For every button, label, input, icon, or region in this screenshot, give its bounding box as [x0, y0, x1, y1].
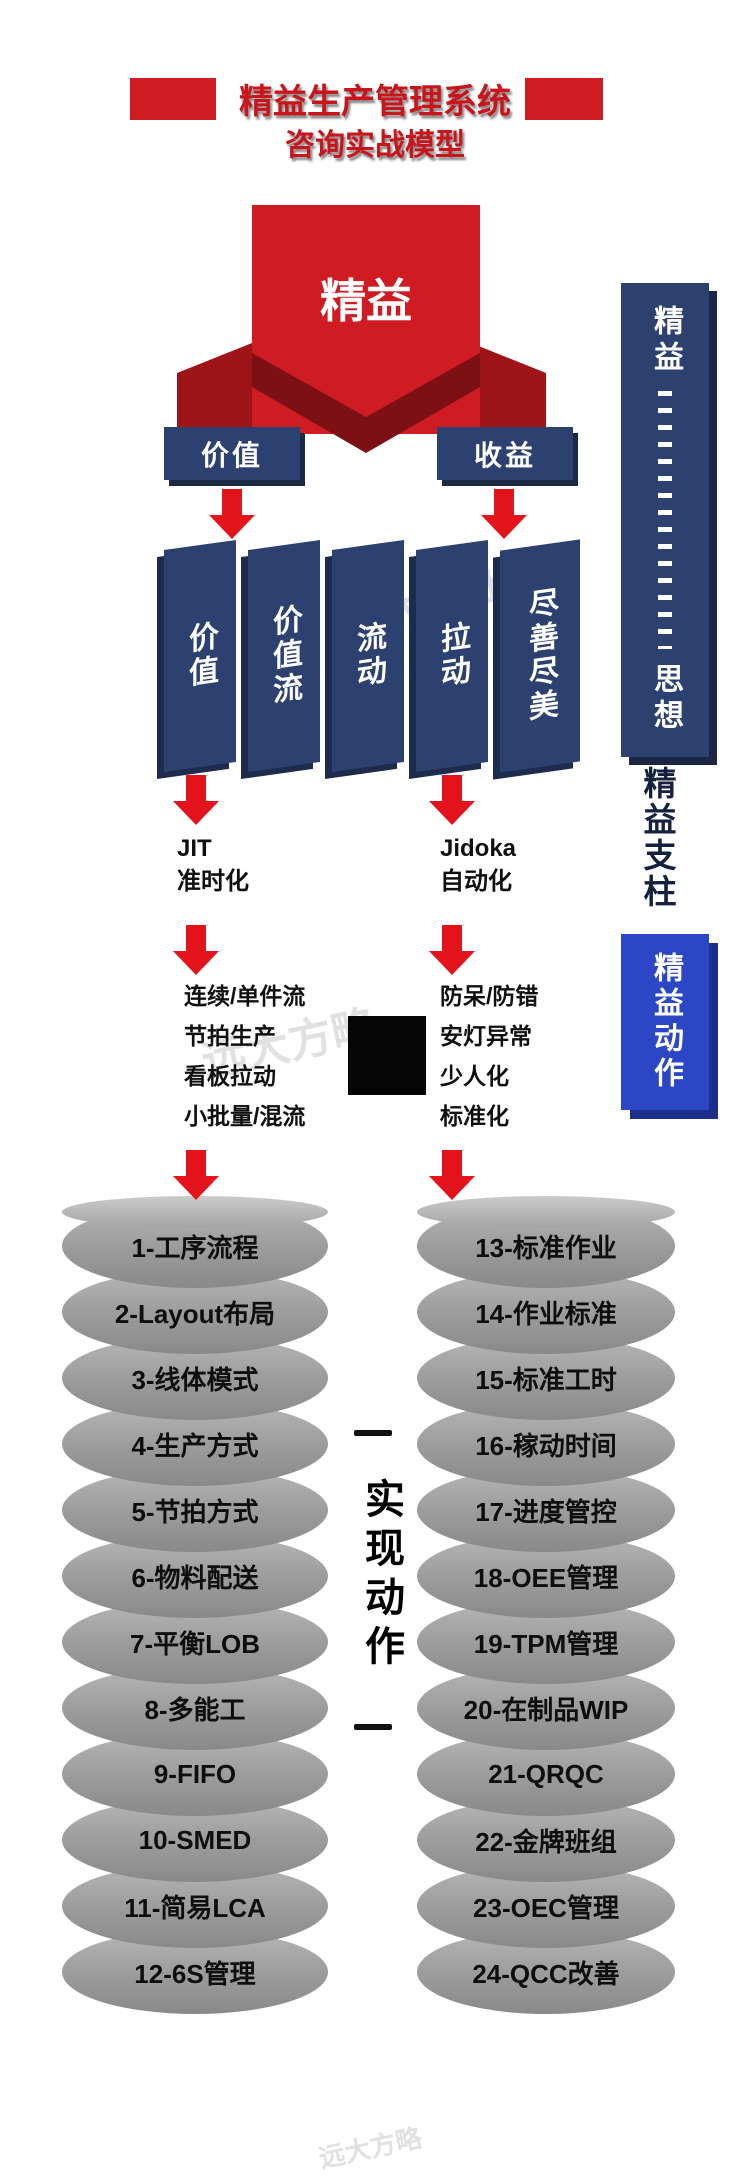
pillar-flow: 流动	[332, 539, 404, 773]
lean-pillar-label: 精益支柱	[639, 766, 676, 910]
thought-rail-bottom-label: 思想	[649, 663, 682, 735]
jidoka-method: Jidoka 自动化	[440, 832, 516, 898]
stack-top-ellipse	[62, 1196, 328, 1228]
lean-action-label: 精益动作	[649, 952, 682, 1092]
pillar-label: 拉动	[436, 619, 469, 693]
stack-item: 14-作业标准	[417, 1270, 675, 1354]
down-arrow-icon	[173, 1150, 219, 1200]
banner-wing-right	[471, 343, 546, 452]
stack-item: 23-OEC管理	[417, 1864, 675, 1948]
implement-dash-bottom	[354, 1724, 392, 1730]
pillar-label: 价值	[184, 619, 217, 693]
practice-item: 标准化	[440, 1103, 509, 1129]
pillar-perfection: 尽善尽美	[500, 539, 580, 773]
black-redaction-block	[348, 1016, 426, 1095]
stack-item: 5-节拍方式	[62, 1468, 328, 1552]
lean-banner-arrow: 精益	[177, 205, 546, 453]
banner-label: 精益	[320, 275, 412, 327]
stack-item: 18-OEE管理	[417, 1534, 675, 1618]
practice-item: 节拍生产	[184, 1023, 276, 1049]
dashed-connector	[658, 391, 672, 649]
lean-action-box: 精益动作	[621, 934, 709, 1110]
practice-item: 小批量/混流	[184, 1103, 306, 1129]
jidoka-practice-list: 防呆/防错 安灯异常 少人化 标准化	[440, 976, 538, 1136]
page-title-line2: 咨询实战模型	[285, 129, 465, 162]
stack-left: 1-工序流程 2-Layout布局 3-线体模式 4-生产方式 5-节拍方式 6…	[62, 1196, 328, 2014]
pillar-value-stream: 价值流	[248, 539, 320, 773]
down-arrow-icon	[173, 925, 219, 975]
jidoka-title: Jidoka	[440, 835, 517, 862]
title-accent-bar-right	[525, 78, 603, 120]
down-arrow-icon	[173, 775, 219, 825]
down-arrow-icon	[429, 1150, 475, 1200]
banner-chevron	[252, 353, 480, 453]
practice-item: 看板拉动	[184, 1063, 276, 1089]
implement-action-label: 实现动作	[359, 1478, 403, 1674]
jidoka-subtitle: 自动化	[440, 868, 512, 895]
watermark: 远大方略	[316, 2122, 425, 2174]
jit-practice-list: 连续/单件流 节拍生产 看板拉动 小批量/混流	[184, 976, 305, 1136]
down-arrow-icon	[429, 775, 475, 825]
practice-item: 安灯异常	[440, 1023, 532, 1049]
down-arrow-icon	[429, 925, 475, 975]
lean-thought-rail: 精益 思想	[621, 283, 709, 757]
jit-subtitle: 准时化	[177, 868, 249, 895]
pillar-pull: 拉动	[416, 539, 488, 773]
value-box: 价值	[164, 427, 300, 480]
practice-item: 防呆/防错	[440, 983, 539, 1009]
title-accent-bar-left	[130, 78, 216, 120]
down-arrow-icon	[209, 489, 255, 539]
banner-wing-left	[177, 343, 252, 452]
jit-title: JIT	[177, 835, 212, 862]
pillar-label: 流动	[352, 619, 385, 693]
page-title-line1: 精益生产管理系统	[239, 83, 511, 121]
stack-item: 12-6S管理	[62, 1930, 328, 2014]
implement-dash-top	[354, 1430, 392, 1436]
thought-rail-top-label: 精益	[649, 305, 682, 377]
practice-item: 少人化	[440, 1063, 509, 1089]
practice-item: 连续/单件流	[184, 983, 306, 1009]
pillar-label: 尽善尽美	[524, 585, 557, 727]
stack-top-ellipse	[417, 1196, 675, 1228]
jit-method: JIT 准时化	[177, 832, 249, 898]
pillar-value: 价值	[164, 539, 236, 773]
down-arrow-icon	[481, 489, 527, 539]
stack-right: 13-标准作业 14-作业标准 15-标准工时 16-稼动时间 17-进度管控 …	[417, 1196, 675, 2014]
pillar-label: 价值流	[268, 602, 301, 710]
benefit-box: 收益	[437, 427, 573, 480]
